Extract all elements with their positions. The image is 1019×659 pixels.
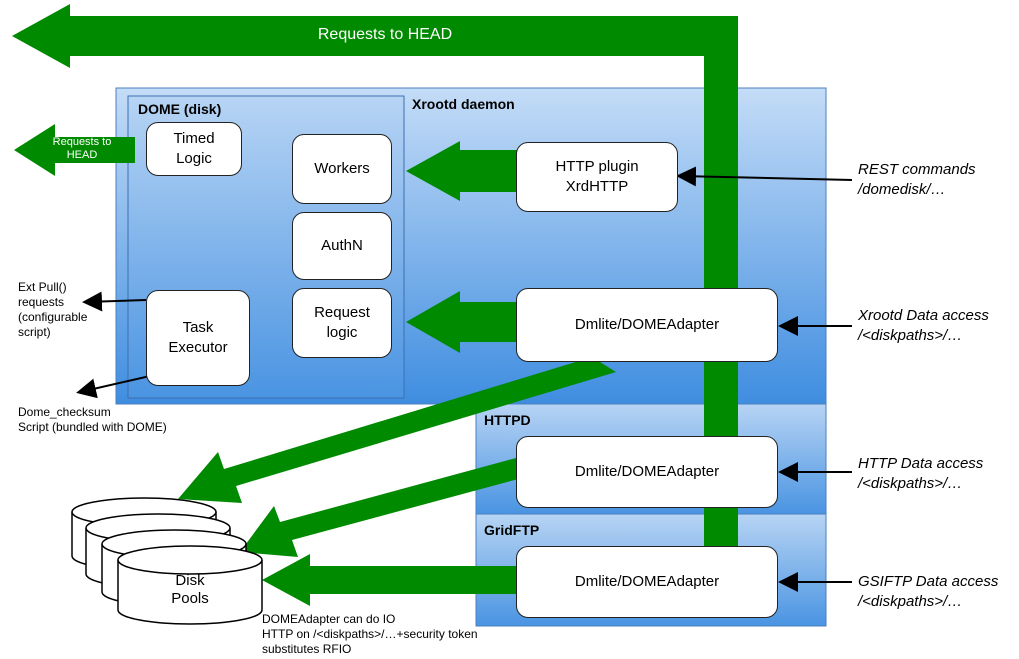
ext-pull-note-2: requests bbox=[18, 295, 65, 309]
httpd-title: HTTPD bbox=[484, 412, 531, 428]
http-plugin-line-1: HTTP plugin bbox=[555, 158, 639, 175]
authn-label: AuthN bbox=[321, 237, 363, 254]
timed-logic-line-1: Timed bbox=[173, 130, 215, 147]
http-plugin-box: HTTP plugin XrdHTTP bbox=[516, 142, 678, 212]
workers-label: Workers bbox=[314, 160, 370, 177]
bottom-note-3: substitutes RFIO bbox=[262, 642, 352, 656]
xrootd-access-label-1: Xrootd Data access bbox=[858, 307, 989, 324]
checksum-note-2: Script (bundled with DOME) bbox=[18, 420, 167, 434]
request-logic-box: Request logic bbox=[292, 288, 392, 358]
adapter-to-request-logic-arrow bbox=[406, 291, 518, 353]
rest-label-1: REST commands bbox=[858, 161, 976, 178]
authn-box: AuthN bbox=[292, 212, 392, 280]
disk-pools-label-2: Pools bbox=[171, 590, 209, 607]
ext-pull-note-1: Ext Pull() bbox=[18, 280, 67, 294]
gsiftp-access-label-1: GSIFTP Data access bbox=[858, 573, 999, 590]
requests-to-head-left-label-1: Requests to bbox=[52, 136, 112, 148]
disk-pools-icon bbox=[71, 497, 263, 625]
http-access-label-1: HTTP Data access bbox=[858, 455, 984, 472]
gsiftp-access-label-2: /<diskpaths>/… bbox=[858, 593, 963, 610]
http-to-workers-arrow bbox=[406, 141, 518, 201]
timed-logic-box: Timed Logic bbox=[146, 122, 242, 176]
requests-to-head-left-label-2: HEAD bbox=[66, 149, 98, 161]
httpd-adapter-label: Dmlite/DOMEAdapter bbox=[574, 463, 720, 480]
workers-box: Workers bbox=[292, 134, 392, 204]
gridftp-to-disk-arrow bbox=[262, 554, 518, 606]
gridftp-adapter-box: Dmlite/DOMEAdapter bbox=[516, 546, 778, 618]
task-executor-box: Task Executor bbox=[146, 290, 250, 386]
xrootd-access-label-2: /<diskpaths>/… bbox=[858, 327, 963, 344]
xrootd-title: Xrootd daemon bbox=[412, 96, 515, 112]
http-plugin-line-2: XrdHTTP bbox=[565, 178, 629, 195]
bottom-note-2: HTTP on /<diskpaths>/…+security token bbox=[262, 627, 478, 641]
dome-title: DOME (disk) bbox=[138, 101, 222, 117]
gridftp-adapter-label: Dmlite/DOMEAdapter bbox=[574, 573, 720, 590]
checksum-arrow bbox=[76, 375, 151, 399]
task-executor-line-2: Executor bbox=[168, 339, 228, 356]
ext-pull-note-4: script) bbox=[18, 325, 51, 339]
timed-logic-line-2: Logic bbox=[176, 150, 212, 167]
requests-to-head-top-label: Requests to HEAD bbox=[317, 26, 453, 43]
gridftp-title: GridFTP bbox=[484, 522, 540, 538]
httpd-to-disk-arrow bbox=[240, 458, 522, 557]
ext-pull-arrow bbox=[82, 291, 147, 312]
bottom-note-1: DOMEAdapter can do IO bbox=[262, 612, 396, 626]
xrootd-adapter-label: Dmlite/DOMEAdapter bbox=[574, 316, 720, 333]
http-access-label-2: /<diskpaths>/… bbox=[858, 475, 963, 492]
httpd-adapter-box: Dmlite/DOMEAdapter bbox=[516, 436, 778, 508]
request-logic-line-2: logic bbox=[326, 324, 358, 341]
requests-to-head-left-arrow bbox=[14, 124, 135, 176]
disk-pools-label-1: Disk bbox=[175, 572, 205, 589]
rest-label-2: /domedisk/… bbox=[858, 181, 946, 198]
ext-pull-note-3: (configurable bbox=[18, 310, 88, 324]
request-logic-line-1: Request bbox=[314, 304, 370, 321]
xrootd-to-disk-arrow bbox=[178, 357, 616, 503]
xrootd-adapter-box: Dmlite/DOMEAdapter bbox=[516, 288, 778, 362]
checksum-note-1: Dome_checksum bbox=[18, 405, 111, 419]
rest-arrow bbox=[676, 166, 853, 187]
task-executor-line-1: Task bbox=[182, 319, 214, 336]
